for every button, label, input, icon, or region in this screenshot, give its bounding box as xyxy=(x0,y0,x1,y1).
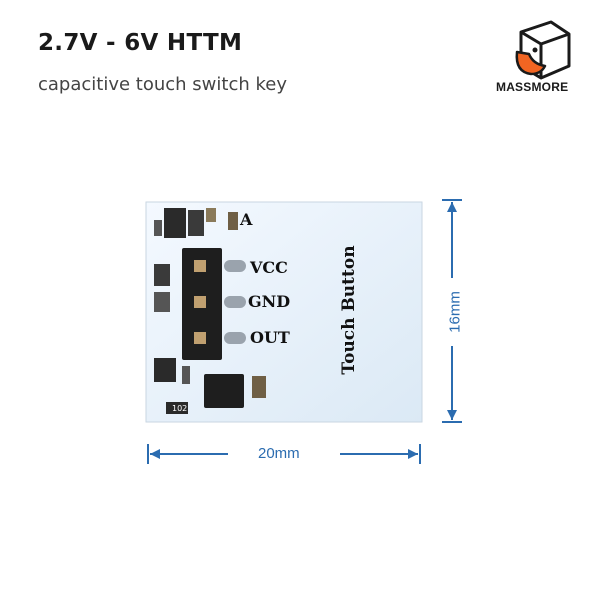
product-subtitle: capacitive touch switch key xyxy=(38,74,287,95)
pin-label-out: OUT xyxy=(250,328,290,347)
height-dimension: 16mm xyxy=(446,291,464,333)
brand-logo xyxy=(515,20,571,80)
pcb-board xyxy=(145,201,423,423)
pin-label-gnd: GND xyxy=(248,292,291,311)
pin-label-vcc: VCC xyxy=(250,258,288,277)
resistor-code: 102 xyxy=(172,404,188,413)
brand-name: MASSMORE xyxy=(496,80,569,94)
product-title: 2.7V - 6V HTTM xyxy=(38,30,243,56)
corner-label: A xyxy=(240,210,253,229)
width-dimension: 20mm xyxy=(258,445,300,462)
